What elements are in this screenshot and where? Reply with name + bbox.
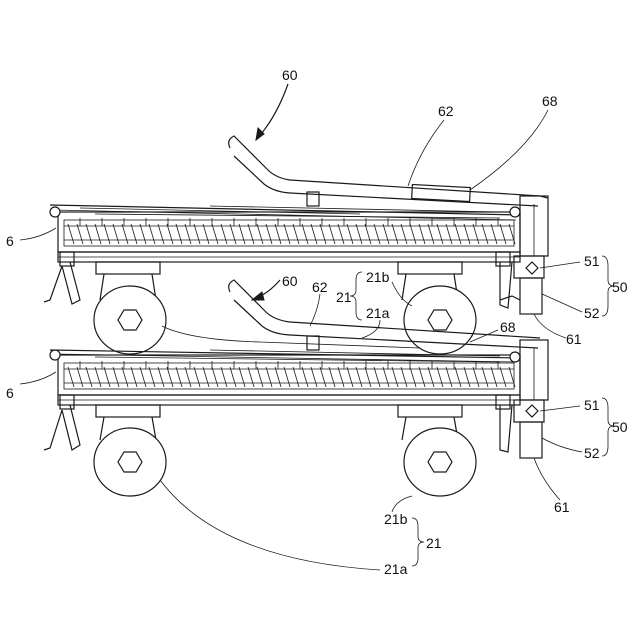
lower-lock-pin <box>526 405 538 417</box>
label-68-top: 68 <box>542 93 558 109</box>
label-52-bottom: 52 <box>584 445 600 461</box>
label-60-top: 60 <box>282 67 298 83</box>
upper-leg-left <box>44 262 80 304</box>
label-51-bottom: 51 <box>584 397 600 413</box>
lower-basket-inner <box>64 363 514 389</box>
upper-caster-mount-right <box>398 262 462 274</box>
label-21a-bottom: 21a <box>384 561 408 577</box>
label-68-mid: 68 <box>500 319 516 335</box>
lower-caster-mount-left <box>96 405 160 417</box>
upper-wheel-left <box>94 286 166 354</box>
label-21b-top: 21b <box>366 269 390 285</box>
upper-caster-mount-left <box>96 262 160 274</box>
upper-grip <box>412 184 471 201</box>
label-50-top: 50 <box>612 279 628 295</box>
lower-lock-bracket <box>514 400 544 422</box>
upper-rim-corner-right <box>510 207 520 217</box>
lower-leg-left <box>44 405 80 450</box>
label-62-mid: 62 <box>312 279 328 295</box>
upper-rim-corner-left <box>50 207 60 217</box>
lower-caster-mount-right <box>398 405 462 417</box>
upper-handle <box>229 136 540 196</box>
label-6-top: 6 <box>6 233 14 249</box>
label-6-bottom: 6 <box>6 385 14 401</box>
lower-leg-right <box>500 405 512 452</box>
lower-wheel-right <box>404 428 476 496</box>
label-21-top: 21 <box>336 289 352 305</box>
label-62-top: 62 <box>438 103 454 119</box>
upper-cart <box>44 136 548 354</box>
lower-rim-corner-left <box>50 350 60 360</box>
upper-lock-arm <box>520 278 542 314</box>
label-50-bottom: 50 <box>612 419 628 435</box>
label-60-mid: 60 <box>282 273 298 289</box>
label-21b-bottom: 21b <box>384 511 408 527</box>
label-21a-top: 21a <box>366 305 390 321</box>
lower-wheel-left <box>94 428 166 496</box>
label-21-bottom: 21 <box>426 535 442 551</box>
lower-rim-corner-right <box>510 352 520 362</box>
upper-lock-pin <box>526 262 538 274</box>
label-52-top: 52 <box>584 305 600 321</box>
label-61-top: 61 <box>566 331 582 347</box>
upper-lock-bracket <box>514 256 544 278</box>
lower-lock-arm <box>520 422 542 458</box>
upper-leg-right <box>500 262 512 308</box>
label-61-bottom: 61 <box>554 499 570 515</box>
upper-basket-inner <box>64 220 514 246</box>
label-51-top: 51 <box>584 253 600 269</box>
